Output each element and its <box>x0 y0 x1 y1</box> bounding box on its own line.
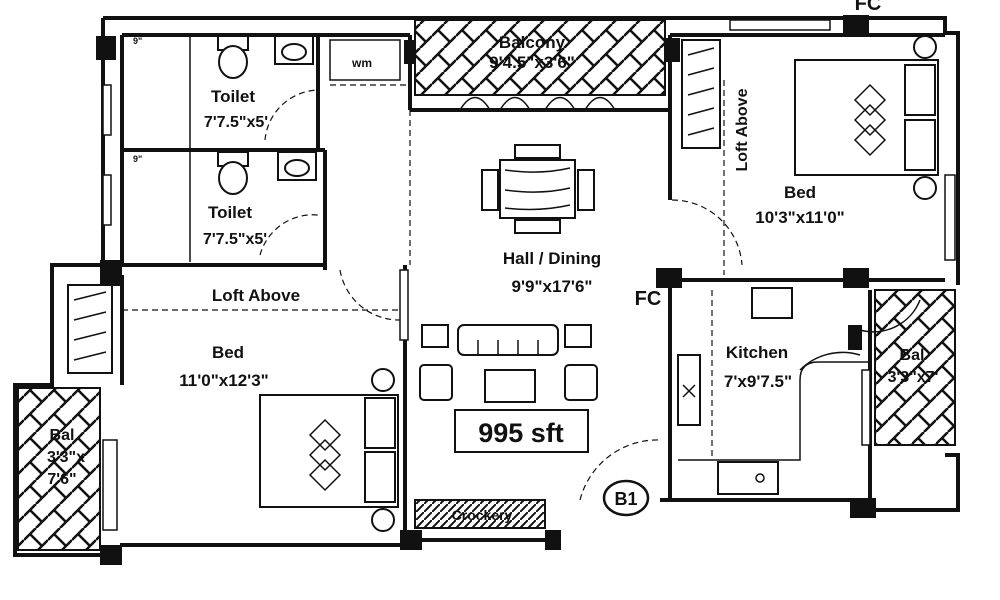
fc-label-top: FC <box>855 0 882 15</box>
crockery-hatch <box>414 499 546 529</box>
windows <box>102 19 956 531</box>
bed-right-size: 10'3"x11'0" <box>755 208 844 227</box>
tiny-mark-1: 9" <box>133 36 142 46</box>
tiny-mark-2: 9" <box>133 154 142 164</box>
wm-label: wm <box>351 56 372 70</box>
toilet-1-size: 7'7.5"x5' <box>204 114 268 131</box>
balcony-arches <box>459 96 616 111</box>
walls <box>13 16 960 557</box>
unit-badge <box>602 479 650 517</box>
wardrobe-left <box>67 284 113 374</box>
area-box <box>454 409 589 453</box>
sofa-set <box>419 324 598 403</box>
bal-right-hatch <box>874 289 956 446</box>
toilet-2-name: Toilet <box>208 203 252 222</box>
bal-left-hatch <box>17 387 101 551</box>
bal-right-name: Bal <box>900 347 925 364</box>
bal-right-size: 3'3"x7' <box>888 369 939 386</box>
dining-table <box>481 144 595 234</box>
wardrobe-right <box>681 39 721 149</box>
balcony-top-name: Balcony <box>499 33 566 52</box>
bed-left-name: Bed <box>212 343 244 362</box>
hall-size: 9'9"x17'6" <box>512 277 593 296</box>
door-swings <box>259 89 921 501</box>
fc-label-mid: FC <box>635 288 662 310</box>
labels: Balcony 9'4.5"x3'6" wm Toilet 7'7.5"x5' … <box>47 0 938 523</box>
bal-left-size-2: 7'6" <box>47 471 76 488</box>
crockery-label: Crockery <box>452 507 513 523</box>
dashed-lines <box>122 80 725 460</box>
balcony-top-size: 9'4.5"x3'6" <box>489 53 575 72</box>
bed-right-name: Bed <box>784 183 816 202</box>
hall-name: Hall / Dining <box>503 249 601 268</box>
toilet-2-size: 7'7.5"x5' <box>203 231 267 248</box>
bal-left-name: Bal <box>50 427 75 444</box>
balcony-top-hatch <box>414 19 666 96</box>
loft-above-left: Loft Above <box>212 286 300 305</box>
loft-above-right: Loft Above <box>734 88 751 171</box>
unit-code: B1 <box>614 489 637 509</box>
bed-left-size: 11'0"x12'3" <box>179 371 268 390</box>
toilet-1-name: Toilet <box>211 87 255 106</box>
kitchen-fixtures <box>677 287 868 495</box>
area-label: 995 sft <box>478 418 564 448</box>
bal-left-size-1: 3'3"x <box>47 449 85 466</box>
kitchen-size: 7'x9'7.5" <box>724 372 792 391</box>
bed-left-furniture <box>259 368 399 532</box>
toilet-fixtures <box>189 35 317 262</box>
bed-right-furniture <box>794 35 939 200</box>
kitchen-name: Kitchen <box>726 343 788 362</box>
